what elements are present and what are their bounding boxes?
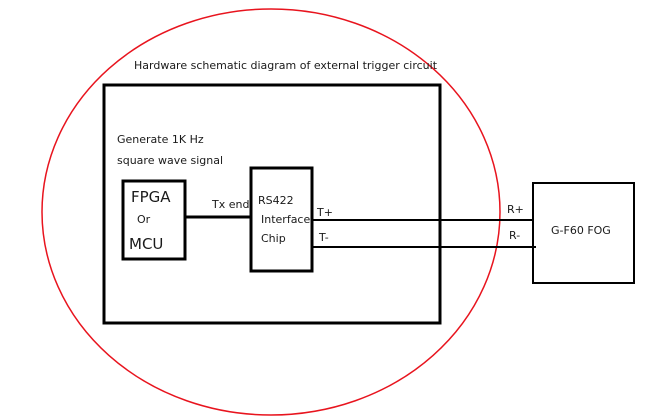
tx-end-label: Tx end bbox=[212, 198, 250, 211]
controller-label-fpga: FPGA bbox=[131, 188, 171, 206]
interface-label-interface: Interface bbox=[261, 213, 311, 226]
t-plus-label: T+ bbox=[317, 206, 333, 219]
signal-note-line1: Generate 1K Hz bbox=[117, 133, 204, 146]
hardware-board-outline bbox=[102, 83, 442, 325]
r-plus-label: R+ bbox=[507, 203, 524, 216]
diagram-title: Hardware schematic diagram of external t… bbox=[134, 59, 438, 72]
controller-label-or: Or bbox=[137, 213, 151, 226]
fog-device-label: G-F60 FOG bbox=[551, 224, 611, 237]
fog-device-block bbox=[532, 182, 635, 284]
interface-label-rs422: RS422 bbox=[258, 194, 294, 207]
boundary-ellipse bbox=[41, 8, 501, 416]
interface-label-chip: Chip bbox=[261, 232, 286, 245]
t-minus-label: T- bbox=[319, 231, 329, 244]
controller-label-mcu: MCU bbox=[129, 235, 164, 253]
r-minus-label: R- bbox=[509, 229, 521, 242]
controller-block bbox=[121, 179, 187, 261]
signal-note-line2: square wave signal bbox=[117, 154, 224, 167]
